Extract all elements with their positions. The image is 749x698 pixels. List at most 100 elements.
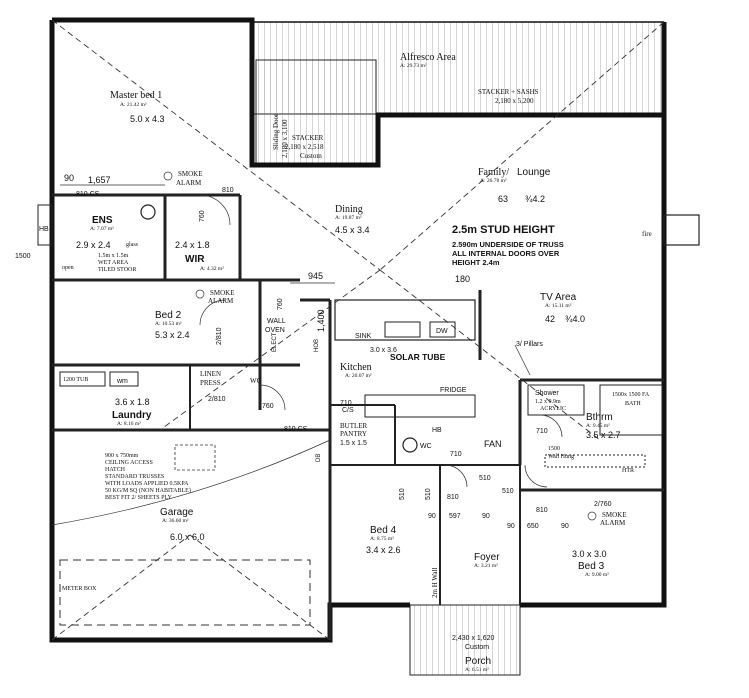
bath-shower-sub: 1.2 x 0.9m [535, 399, 561, 405]
bath-wall-hung: Wall Hung [548, 454, 574, 460]
roof-lines [51, 19, 665, 641]
garage-size: 6.0 x 6.0 [170, 532, 205, 542]
garage-note-4: WITH LOADS APPLIED 0.5KPA [105, 481, 189, 487]
bath-htr: HTR [622, 468, 634, 474]
alfresco-stacker-size: 2,180 x 5,200 [495, 97, 534, 105]
shower-box [527, 384, 585, 416]
garage-label: 900 x 750mm CEILING ACCESS HATCH STANDAR… [62, 453, 322, 592]
smoke1-line2: ALARM [176, 179, 202, 187]
bath-name: Bthrm [586, 412, 613, 423]
door-swings [199, 194, 563, 488]
dim-510-b: 510 [502, 488, 514, 495]
porch-label: 2,430 x 1,620 Custom Porch A: 6.51 m² [452, 635, 495, 673]
kitchen-fridge: FRIDGE [440, 387, 467, 394]
wir-size: 2.4 x 1.8 [175, 240, 210, 250]
dim-710-wc: 710 [450, 451, 462, 458]
dining-area: A: 19.87 m² [335, 215, 362, 221]
bath-area: A: 9.45 m² [586, 423, 610, 429]
dim-710-cs: 710 [340, 400, 352, 407]
bed2-name: Bed 2 [155, 310, 182, 321]
pillar-pointer [514, 344, 531, 376]
dim-810-top: 810 [222, 187, 234, 194]
ens-label: ENS A: 7.07 m² 2.9 x 2.4 glass 1.5m x 1.… [62, 215, 139, 273]
washing-machine [109, 371, 139, 387]
hb-main: HB [432, 427, 442, 434]
smoke-alarm-2: SMOKE ALARM [195, 289, 235, 305]
dining-label: Dining A: 19.87 m² 4.5 x 3.4 [335, 204, 370, 235]
ens-glass: glass [126, 242, 139, 248]
wc-hb-label: WC HB HB [39, 226, 442, 450]
dim-810cs: 810 CS [76, 191, 100, 198]
family-name2: Lounge [517, 167, 551, 178]
tv-size-b: ¾4.0 [565, 314, 585, 324]
laundry-tub [59, 371, 106, 387]
laundry-area: A: 8.16 m² [117, 421, 141, 427]
bed3-area: A: 9.00 m² [585, 572, 609, 578]
dim-597: 597 [449, 513, 461, 520]
garage-note-2: HATCH [105, 467, 126, 473]
dimension-labels: 90 1,657 810 CS 810 760 945 760 1,400 18… [15, 173, 612, 530]
tv-area: A: 15.11 m² [545, 303, 572, 309]
wir-label: 2.4 x 1.8 WIR A: 4.32 m² [175, 240, 224, 272]
fan-label: FAN [484, 439, 502, 449]
garage-note-1: CEILING ACCESS [105, 460, 153, 466]
dishwasher [429, 321, 456, 338]
rear-bench [364, 394, 476, 418]
dim-710-bath: 710 [536, 428, 548, 435]
bath-1500: 1500 [548, 446, 560, 452]
kitchen-area: A: 20.07 m² [345, 373, 372, 379]
alfresco-label: Alfresco Area A: 29.73 m² STACKER + SASH… [400, 52, 539, 105]
wall-hung-vanity [544, 454, 646, 468]
sliding-door-panel [255, 59, 377, 166]
smoke-alarm-1: SMOKE ALARM [163, 170, 203, 187]
foyer-wall: 2m H Wall [431, 568, 439, 598]
foyer-label: Foyer A: 3.21 m² 2m H Wall [431, 552, 500, 598]
dim-760-linen: 760 [262, 403, 274, 410]
bed3-size: 3.0 x 3.0 [572, 549, 607, 559]
bath-bath2: BATH [625, 401, 641, 407]
bath-shape [599, 384, 663, 436]
master-bed-area: A: 21.42 m² [120, 102, 147, 108]
dim-810-bed3: 810 [536, 507, 548, 514]
dim-90-d: 90 [561, 523, 569, 530]
sink [384, 321, 421, 338]
dim-650: 650 [527, 523, 539, 530]
master-bed-size: 5.0 x 4.3 [130, 114, 165, 124]
ens-open: open [62, 265, 74, 271]
dim-760-oven: 760 [277, 298, 284, 310]
linen-line1: LINEN [200, 370, 221, 378]
linen-label: LINEN PRESS WC [200, 370, 262, 387]
ens-shower3: TILED STOOR [98, 267, 136, 273]
bath-bath: 1500x 1500 FA [612, 392, 650, 398]
butler-label: BUTLER PANTRY 1.5 x 1.5 [340, 422, 368, 447]
dim-810cs-garage: 810 CS [284, 426, 308, 433]
oven-line1: WALL [267, 318, 286, 325]
dim-2810-bed2: 2/810 [216, 327, 223, 345]
interior-walls [52, 193, 664, 640]
dim-90: 90 [64, 173, 74, 183]
ceiling-hatch [174, 444, 216, 471]
dim-1400: 1,400 [316, 309, 326, 332]
foyer-name: Foyer [474, 552, 500, 563]
dim-2760: 2/760 [594, 501, 612, 508]
fire-label: fire [642, 230, 652, 238]
hb-ens-label: HB [39, 226, 49, 233]
wall-oven-label: WALL OVEN ELECT HOB [265, 318, 320, 352]
stud-line3: HEIGHT 2.4m [452, 258, 500, 267]
family-label: Family/ Lounge A: 26.78 m² 63 ¾4.2 [478, 167, 551, 204]
master-bed-label: Master bed 1 A: 21.42 m² 5.0 x 4.3 [110, 90, 165, 124]
garage-area: A: 36.60 m² [162, 518, 189, 524]
kitchen-dw: DW [436, 328, 448, 335]
hb-ens [37, 204, 53, 246]
porch-deck [409, 604, 521, 676]
dim-1500: 1500 [15, 253, 31, 260]
sliding-door-line2: 2,180 x 3,100 [281, 119, 289, 158]
ens-shower2: WET AREA [98, 260, 129, 266]
garage-note-6: BEST FIT 2/ SHEETS PLY [105, 495, 173, 501]
butler-line1: BUTLER [340, 422, 368, 430]
laundry-name: Laundry [112, 410, 152, 421]
dining-size: 4.5 x 3.4 [335, 225, 370, 235]
family-area: A: 26.78 m² [480, 178, 507, 184]
tv-name: TV Area [540, 292, 577, 303]
porch-custom: Custom [465, 644, 489, 651]
